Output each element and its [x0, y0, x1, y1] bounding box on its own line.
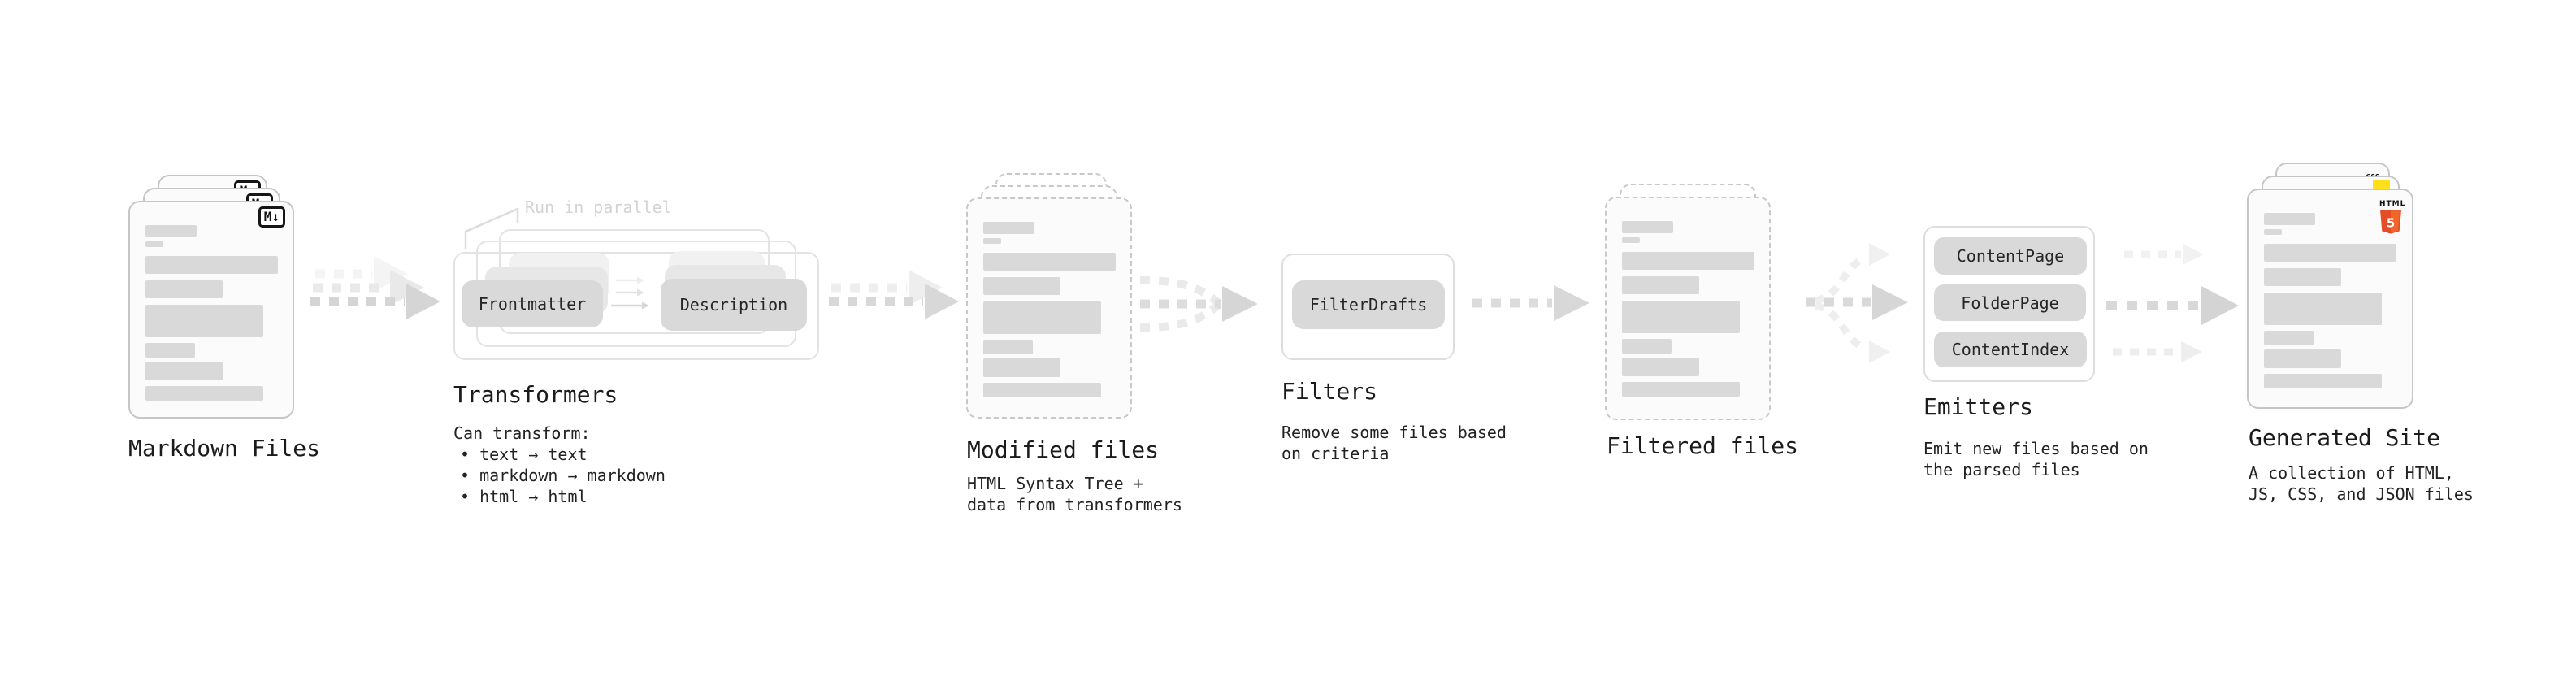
markdown-files-title: Markdown Files: [128, 435, 321, 462]
emitter-box-folderpage: FolderPage: [1934, 284, 2086, 321]
transformer-input-box: Frontmatter: [462, 280, 603, 327]
generated-site-title: Generated Site: [2249, 424, 2441, 451]
run-in-parallel-note: Run in parallel: [525, 197, 672, 217]
parallel-callout-line: [464, 207, 519, 249]
transformers-bullets: • text → text • markdown → markdown • ht…: [460, 444, 666, 507]
arrow-emitters-to-generated-bottom-icon: [2113, 341, 2202, 362]
markdown-file-front: M↓: [128, 201, 294, 419]
modified-files-subtitle: HTML Syntax Tree + data from transformer…: [967, 473, 1182, 515]
subtitle-line: data from transformers: [967, 495, 1182, 514]
generated-site-subtitle: A collection of HTML, JS, CSS, and JSON …: [2249, 462, 2474, 505]
transformers-heading: Can transform:: [453, 423, 591, 443]
emitter-box-contentindex: ContentIndex: [1934, 332, 2087, 367]
emitters-subtitle: Emit new files based on the parsed files: [1923, 438, 2149, 480]
transformer-container-front: [453, 252, 819, 360]
filters-subtitle: Remove some files based on criteria: [1281, 422, 1507, 464]
modified-file-front: [966, 197, 1132, 419]
markdown-logo-icon: M↓: [258, 206, 285, 228]
emitters-title: Emitters: [1923, 393, 2033, 420]
arrow-filtered-to-emitters-icon: [1806, 243, 1908, 363]
subtitle-line: the parsed files: [1923, 460, 2080, 479]
arrow-filters-to-filtered-icon: [1472, 285, 1589, 321]
bullet-line: • text → text: [460, 445, 588, 464]
html5-icon: HTML 5: [2379, 193, 2406, 234]
subtitle-line: JS, CSS, and JSON files: [2249, 484, 2474, 504]
filters-title: Filters: [1281, 378, 1378, 405]
modified-files-title: Modified files: [967, 436, 1160, 463]
filters-container: [1281, 254, 1455, 360]
html5-word: HTML: [2379, 200, 2406, 208]
arrow-transformers-to-modified-icon: [826, 270, 959, 319]
bullet-line: • markdown → markdown: [460, 466, 666, 485]
arrow-emitters-to-generated-top-icon: [2124, 244, 2204, 265]
subtitle-line: HTML Syntax Tree +: [967, 474, 1143, 493]
transformer-output-box: Description: [661, 279, 807, 331]
filtered-file-front: [1605, 197, 1771, 420]
subtitle-line: Remove some files based: [1281, 423, 1507, 442]
arrow-modified-to-filters-icon: [1139, 276, 1258, 332]
subtitle-line: Emit new files based on: [1923, 439, 2149, 458]
subtitle-line: A collection of HTML,: [2249, 463, 2454, 483]
js-icon: [2373, 180, 2390, 190]
arrow-markdown-to-transformers-icon: [307, 256, 440, 319]
filtered-files-title: Filtered files: [1607, 432, 1799, 459]
transformers-title: Transformers: [453, 381, 618, 408]
generated-file-front: HTML 5: [2247, 189, 2413, 409]
transform-mini-arrows-icon: [611, 276, 649, 310]
bullet-line: • html → html: [460, 487, 588, 506]
emitter-box-contentpage: ContentPage: [1934, 237, 2087, 275]
arrow-emitters-to-generated-middle-icon: [2106, 286, 2239, 325]
filter-box: FilterDrafts: [1292, 280, 1445, 329]
html5-number: 5: [2387, 216, 2395, 231]
emitters-container: [1923, 226, 2095, 382]
subtitle-line: on criteria: [1281, 444, 1390, 463]
